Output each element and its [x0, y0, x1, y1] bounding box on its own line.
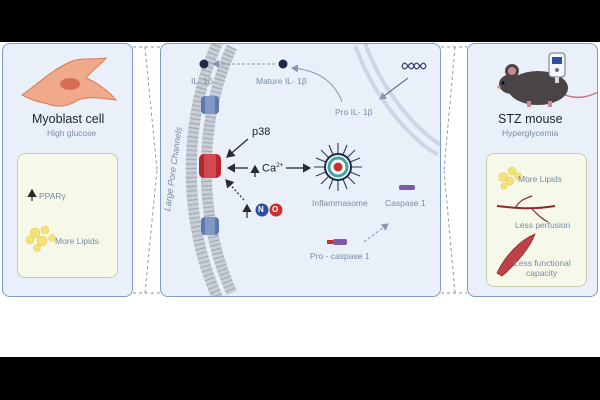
dna-icon [401, 62, 427, 70]
capacity-label-line1: Less functional [514, 258, 571, 268]
lipid-droplets-left [25, 225, 56, 252]
nitrogen-atom [255, 203, 269, 217]
red-channel-middle [199, 154, 221, 178]
maturation-arrow [291, 64, 343, 103]
perfusion-label: Less perfusion [515, 220, 571, 230]
oxygen-letter: O [272, 205, 279, 214]
top-black-band [0, 0, 600, 42]
no-effect-arrow [225, 179, 245, 201]
caspase1-label: Caspase 1 [385, 198, 426, 208]
oxygen-atom [269, 203, 283, 217]
transcription-arrow [379, 77, 409, 100]
myoblast-title: Myoblast cell [32, 112, 105, 126]
p38-arrow [226, 138, 249, 158]
pparg-label: PPARγ [39, 191, 66, 201]
pro-il1b-label: Pro IL- 1β [335, 107, 373, 117]
calcium-symbol: Ca [262, 162, 277, 175]
mature-il1b-label: Mature IL- 1β [256, 76, 307, 86]
stz-mouse-title: STZ mouse [498, 112, 563, 126]
pro-caspase1-icon [327, 239, 347, 245]
caspase-activation-arrow [363, 223, 389, 243]
il1b-dot [199, 59, 209, 69]
bottom-black-band [0, 357, 600, 400]
myoblast-subtitle: High glucose [47, 128, 97, 138]
myoblast-effects-box [17, 153, 118, 278]
right-lipids-label: More Lipids [518, 174, 562, 184]
mouse-icon [497, 64, 599, 107]
glucometer-icon [548, 52, 566, 83]
blue-channel-bottom [201, 217, 219, 235]
muscle-icon [496, 233, 536, 277]
pro-caspase1-label: Pro - caspase 1 [310, 251, 370, 261]
myoblast-cell-icon [21, 57, 118, 107]
left-lipids-label: More Lipids [55, 236, 99, 246]
blood-vessel-icon [496, 195, 556, 223]
inflammasome-label: Inflammasome [312, 198, 368, 208]
lipid-droplets-right [498, 166, 522, 190]
calcium-charge: 2+ [276, 162, 284, 169]
caspase1-icon [399, 185, 415, 190]
blue-channel-top [201, 96, 219, 114]
p38-label: p38 [252, 126, 271, 138]
capacity-label-line2: capacity [526, 268, 558, 278]
nuclear-envelope [353, 44, 440, 157]
calcium-label: Ca2+ [262, 162, 283, 175]
nitrogen-letter: N [258, 205, 264, 214]
panel-connector-lines [133, 46, 467, 294]
il1b-label: IL- 1β [191, 76, 213, 86]
mature-il1b-dot [278, 59, 288, 69]
stz-mouse-subtitle: Hyperglycemia [502, 128, 559, 138]
